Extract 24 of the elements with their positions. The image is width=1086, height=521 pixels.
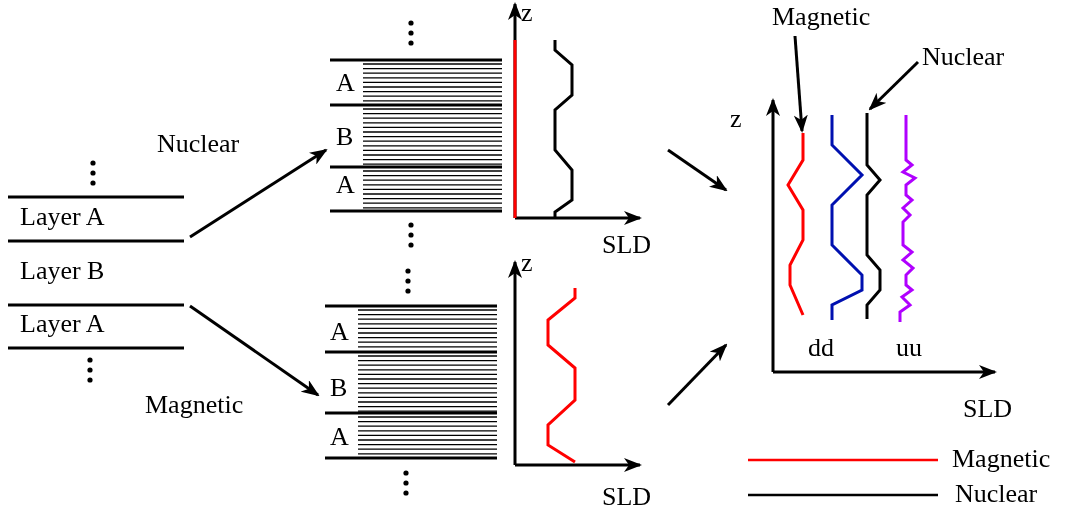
plot-label: uu (896, 335, 922, 361)
plot-label: A (336, 70, 355, 96)
arrow (666, 343, 728, 407)
arrow (189, 304, 320, 397)
plot-label: z (521, 250, 533, 276)
plot-label: z (730, 106, 742, 132)
leader-line (793, 35, 808, 133)
plot-label: A (330, 424, 349, 450)
plot-label: SLD (602, 484, 652, 510)
plot-label: SLD (602, 232, 652, 258)
plot-label: dd (808, 335, 834, 361)
plot-label: A (330, 319, 349, 345)
callout-text: Nuclear (922, 44, 1005, 70)
plot-label: SLD (963, 396, 1013, 422)
legend-label: Nuclear (955, 481, 1038, 507)
plot-label: z (521, 0, 533, 26)
arrow (667, 148, 728, 192)
callout-text: Magnetic (772, 4, 871, 30)
plot-label: A (336, 172, 355, 198)
arrow (189, 148, 328, 239)
plot-label: B (330, 375, 348, 401)
legend-label: Magnetic (952, 446, 1051, 472)
plot-label: B (336, 124, 354, 150)
leader-line (868, 60, 920, 111)
